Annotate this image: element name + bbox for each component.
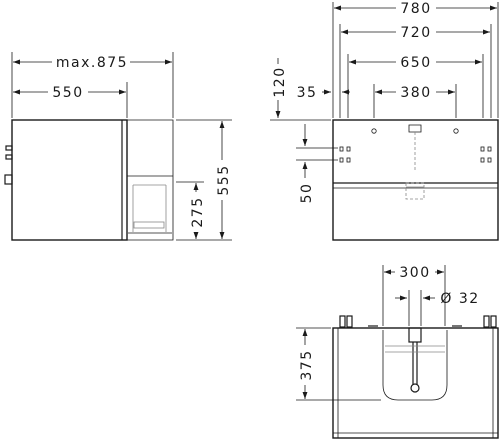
side-view: max.875 550 555 275 [4, 52, 232, 241]
front-cabinet-body [332, 119, 499, 241]
dim-offset-35: 35 [297, 85, 318, 101]
basin-cutout [382, 330, 448, 401]
dim-spacing-380: 380 [400, 85, 431, 101]
dim-diameter: Ø 32 [440, 291, 479, 307]
top-cabinet-outline [332, 327, 499, 439]
side-cabinet-body [11, 119, 128, 241]
top-view: 300 Ø 32 375 [296, 264, 499, 439]
dim-depth-375: 375 [299, 349, 315, 380]
side-drawer-open-outline [127, 119, 174, 241]
dim-width-720: 720 [400, 25, 431, 41]
dim-depth: 550 [52, 85, 83, 101]
front-view: 780 720 650 35 380 120 50 [270, 0, 499, 241]
dim-width-650: 650 [400, 55, 431, 71]
dim-max-depth: max.875 [56, 55, 128, 71]
dim-height: 555 [216, 164, 232, 195]
dim-drawer-height: 275 [190, 196, 206, 227]
dim-width-780: 780 [400, 1, 431, 17]
dim-dist-300: 300 [399, 265, 430, 281]
dim-height-120: 120 [272, 66, 288, 97]
dim-height-50: 50 [299, 183, 315, 204]
